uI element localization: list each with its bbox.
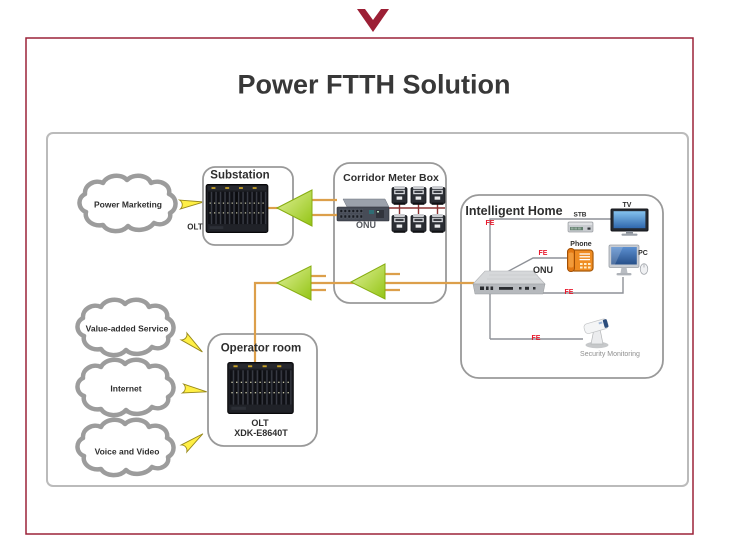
operator-room-title: Operator room (220, 342, 302, 355)
fe-link-label: FE (538, 250, 548, 258)
onu-router-icon (472, 270, 546, 295)
cloud-label-value-added: Value-added Service (85, 323, 169, 334)
phone-label: Phone (570, 241, 592, 249)
olt-device-icon-operator (227, 362, 294, 414)
home-onu-label: ONU (533, 265, 553, 276)
intelligent-home-title: Intelligent Home (465, 204, 563, 219)
stb-icon (567, 221, 594, 233)
cloud-label-internet: Internet (110, 383, 142, 394)
corridor-title: Corridor Meter Box (343, 172, 439, 185)
optical-splitter-icon (275, 265, 312, 301)
fiber-lines (253, 198, 474, 363)
home-link-lines (489, 218, 624, 340)
onu-switch-icon (336, 198, 390, 222)
mouse-icon (639, 263, 649, 275)
tv-icon (610, 208, 649, 236)
intelligent-home-box (460, 194, 664, 379)
substation-title: Substation (210, 169, 270, 182)
optical-splitter-icon (349, 263, 386, 300)
meter-bus-lines (389, 203, 445, 214)
operator-olt-label: OLT (251, 418, 269, 429)
fe-link-label: FE (485, 220, 495, 228)
olt-device-icon-substation (205, 184, 269, 233)
electric-meter-icon (429, 185, 446, 206)
stb-label: STB (573, 211, 587, 219)
camera-icon (583, 318, 609, 349)
electric-meter-icon (410, 213, 427, 234)
substation-olt-label: OLT (187, 222, 203, 232)
fe-link-label: FE (564, 289, 574, 297)
phone-icon (567, 248, 594, 272)
pc-icon (608, 244, 649, 276)
electric-meter-icon (391, 213, 408, 234)
electric-meter-icon (410, 185, 427, 206)
fe-link-label: FE (531, 335, 541, 343)
down-arrow-icon (357, 9, 389, 32)
corridor-onu-label: ONU (356, 220, 376, 231)
tv-label: TV (622, 202, 632, 210)
cloud-label-voice-video: Voice and Video (94, 446, 160, 457)
cloud-label-power-marketing: Power Marketing (93, 199, 163, 210)
operator-olt-model: XDK-E8640T (234, 428, 288, 439)
security-monitoring-label: Security Monitoring (580, 351, 640, 359)
page-title: Power FTTH Solution (237, 69, 511, 100)
pc-label: PC (638, 250, 648, 258)
optical-splitter-icon (275, 189, 313, 227)
electric-meter-icon (391, 185, 408, 206)
electric-meter-icon (429, 213, 446, 234)
